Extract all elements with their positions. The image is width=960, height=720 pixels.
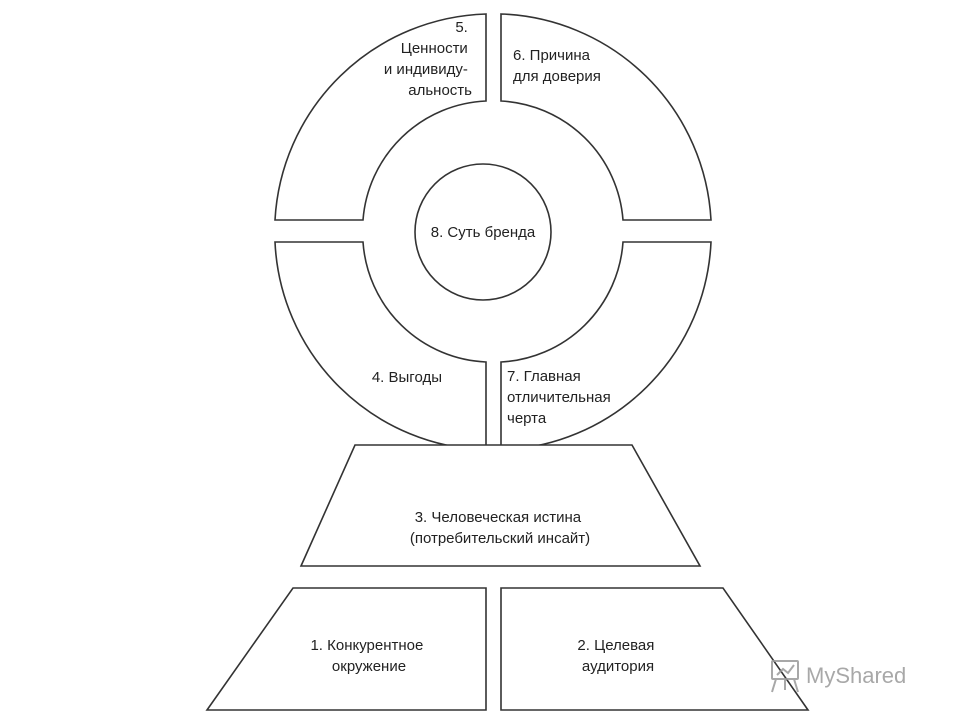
segment-reason-to-believe xyxy=(500,13,712,221)
segment-difference-label: 7. Главная отличительная черта xyxy=(507,368,615,427)
human-truth-trapezoid xyxy=(299,444,702,567)
brand-essence-label: 8. Суть бренда xyxy=(431,224,536,241)
target-audience-trapezoid xyxy=(500,587,810,711)
target-audience-label: 2. Целевая аудитория xyxy=(577,637,658,675)
watermark: MyShared xyxy=(771,660,906,693)
human-truth-label: 3. Человеческая истина (потребительский … xyxy=(410,509,590,547)
presentation-board-icon xyxy=(771,660,799,693)
competitive-environment-trapezoid xyxy=(205,587,487,711)
segment-values-label: 5. Ценности и индивиду- альность xyxy=(384,19,472,99)
brand-essence-circle xyxy=(414,163,552,301)
segment-benefits-label: 4. Выгоды xyxy=(372,369,442,386)
segment-values-individuality xyxy=(274,13,487,221)
segment-reason-label: 6. Причина для доверия xyxy=(513,47,601,85)
watermark-text: MyShared xyxy=(806,663,906,688)
competitive-environment-label: 1. Конкурентное окружение xyxy=(310,637,427,675)
segment-main-difference xyxy=(500,241,712,451)
